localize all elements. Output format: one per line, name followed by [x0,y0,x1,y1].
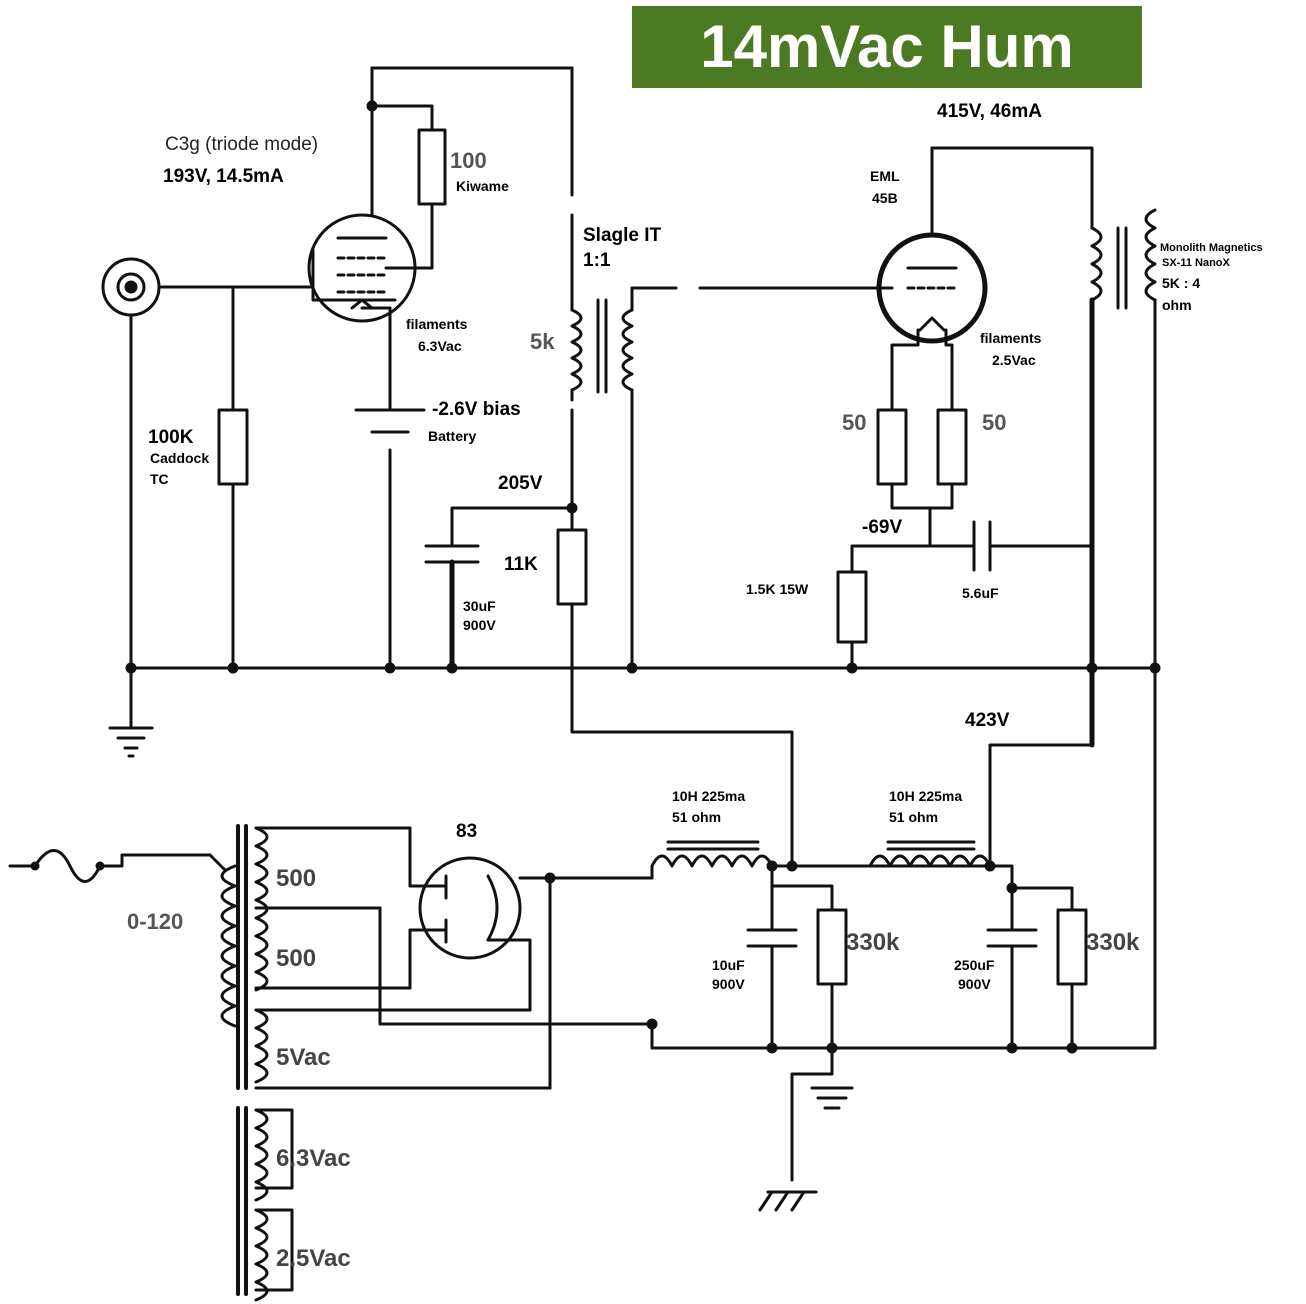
pt-secondary-5vac-label: 5Vac [276,1044,331,1071]
capacitor-10uf-icon [746,928,798,948]
resistor-11k-label: 11K [504,554,538,575]
capacitor-5p6uf-icon [972,520,992,572]
filament-resistor-right-label: 50 [982,410,1006,435]
resistor-11k [556,528,588,606]
ot-ratio-label: 5K : 4 [1162,275,1200,291]
bleeder-1-label: 330k [846,929,900,956]
cathode-resistor-1p5k [836,570,868,644]
bleeder-resistor-330k-2 [1056,908,1088,986]
filament-winding-6p3v-icon [254,1108,269,1202]
grid-resistor-brand-label: Caddock [150,450,209,466]
cathode-resistor-label: 1.5K 15W [746,581,809,597]
bleeder-resistor-330k-1 [816,908,848,986]
it-ratio-label: 1:1 [583,250,611,271]
tube2-label-b: 45B [872,190,898,206]
tube1-name-label: C3g (triode mode) [165,134,318,155]
grid-resistor-type-label: TC [150,471,169,487]
c3g-tube-icon [307,213,417,323]
pt-secondary-2-label: 500 [276,945,316,972]
fil1-label-b: 6.3Vac [418,338,462,354]
cap-250uf-voltage-label: 900V [958,976,991,992]
cap-10uf-voltage-label: 900V [712,976,745,992]
fil1-label-a: filaments [406,316,468,332]
voltage-423v-label: 423V [965,710,1010,731]
it-impedance-label: 5k [530,329,555,354]
ft-2p5vac-label: 2.5Vac [276,1245,351,1272]
cap-30uf-label: 30uF [463,598,496,614]
ground-symbol-icon [108,726,154,758]
cap-250uf-label: 250uF [954,957,995,973]
ft-6p3vac-label: 6.3Vac [276,1145,351,1172]
grid-resistor-value-label: 100K [148,427,194,448]
grid-resistor-100k [217,408,249,486]
bias-battery-label: Battery [428,428,476,444]
pt-secondary-1-label: 500 [276,865,316,892]
voltage-minus69v-label: -69V [862,517,902,538]
output-transformer-icon [1090,208,1157,310]
chassis-ground-icon [758,1190,818,1212]
title-banner: 14mVac Hum [632,6,1142,88]
ot-unit-label: ohm [1162,297,1192,313]
ot-brand-label: Monolith Magnetics [1160,242,1263,254]
choke-2-icon [868,854,992,868]
choke2-spec-label: 10H 225ma [889,788,962,804]
eml-45b-tube-icon [876,232,988,344]
filament-resistor-left-label: 50 [842,410,866,435]
bias-battery-icon [354,408,426,434]
voltage-205v-label: 205V [498,473,543,494]
pt-primary-label: 0-120 [127,909,183,934]
bias-label: -2.6V bias [432,399,521,420]
filament-resistor-50-right [936,408,968,486]
ot-model-label: SX-11 NanoX [1162,257,1231,269]
cap-5p6uf-label: 5.6uF [962,585,999,601]
plate-resistor-100 [417,128,447,206]
choke1-spec-label: 10H 225ma [672,788,745,804]
choke-1-icon [650,854,774,868]
bleeder-2-label: 330k [1086,929,1140,956]
supply-ground-symbol-icon [810,1086,854,1110]
rectifier-type-label: 83 [456,821,477,842]
filament-winding-2p5v-icon [254,1208,269,1302]
choke1-dcr-label: 51 ohm [672,809,721,825]
fil2-label-b: 2.5Vac [992,352,1036,368]
plate-resistor-value-label: 100 [450,148,487,173]
input-jack-icon [101,257,161,317]
filament-resistor-50-left [876,408,908,486]
fil2-label-a: filaments [980,330,1042,346]
cap-30uf-voltage-label: 900V [463,617,496,633]
it-name-label: Slagle IT [583,225,662,246]
slagle-interstage-transformer-icon [570,298,634,394]
output-operating-point-label: 415V, 46mA [937,101,1042,122]
fuse-icon [8,849,212,883]
plate-resistor-brand-label: Kiwame [456,178,509,194]
cap-10uf-label: 10uF [712,957,745,973]
rectifier-83-tube-icon [408,856,522,960]
rectifier-heater-coil-icon [254,1008,269,1084]
power-transformer-primary-icon [220,864,237,1028]
tube2-label-a: EML [870,168,900,184]
tube1-operating-point-label: 193V, 14.5mA [163,166,284,187]
capacitor-250uf-icon [986,928,1038,948]
choke2-dcr-label: 51 ohm [889,809,938,825]
